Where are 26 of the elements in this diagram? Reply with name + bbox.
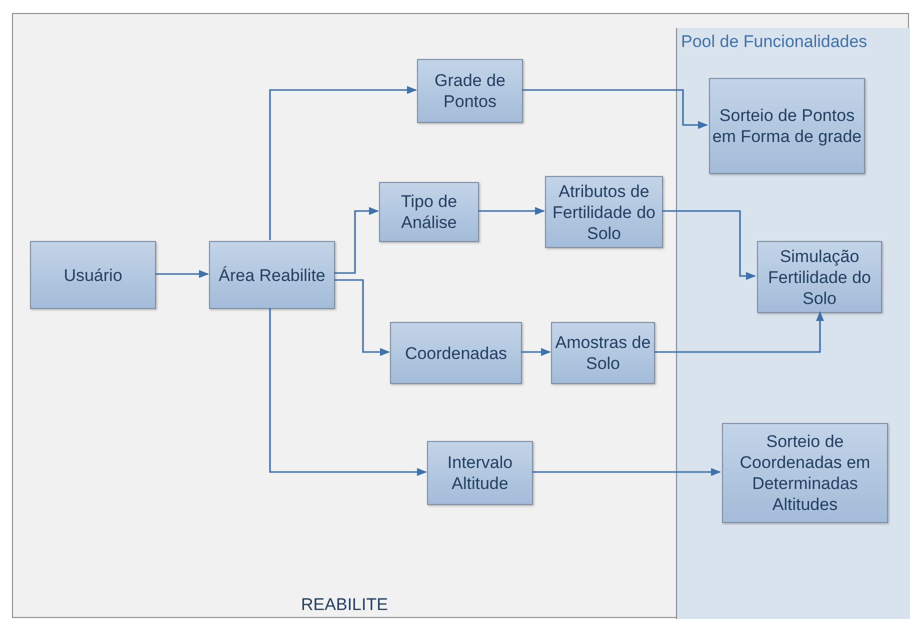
process-box: Usuário	[30, 241, 156, 309]
arrow	[532, 468, 721, 476]
arrow	[155, 270, 209, 278]
process-box: Sorteio de Pontos em Forma de grade	[709, 78, 865, 174]
process-box: Intervalo Altitude	[427, 441, 533, 505]
process-box: Tipo de Análise	[379, 182, 479, 242]
arrow	[269, 86, 417, 240]
pool-heading: Pool de Funcionalidades	[681, 31, 868, 53]
process-box: Coordenadas	[390, 322, 522, 384]
pool-panel	[676, 28, 910, 619]
arrow	[334, 207, 379, 274]
arrow	[654, 311, 824, 353]
process-box: Amostras de Solo	[551, 322, 655, 384]
arrow	[269, 308, 427, 476]
process-box: Área Reabilite	[209, 241, 335, 309]
arrow	[522, 89, 708, 129]
process-box: Simulação Fertilidade do Solo	[757, 241, 882, 313]
arrow	[334, 279, 390, 356]
arrow	[521, 348, 551, 356]
process-box: Grade de Pontos	[417, 59, 523, 123]
frame-title: REABILITE	[300, 594, 389, 616]
process-box: Atributos de Fertilidade do Solo	[545, 176, 663, 248]
process-box: Sorteio de Coordenadas em Determinadas Altitudes	[722, 423, 888, 523]
arrow	[662, 210, 756, 280]
system-frame	[12, 13, 909, 618]
arrow	[478, 207, 545, 215]
